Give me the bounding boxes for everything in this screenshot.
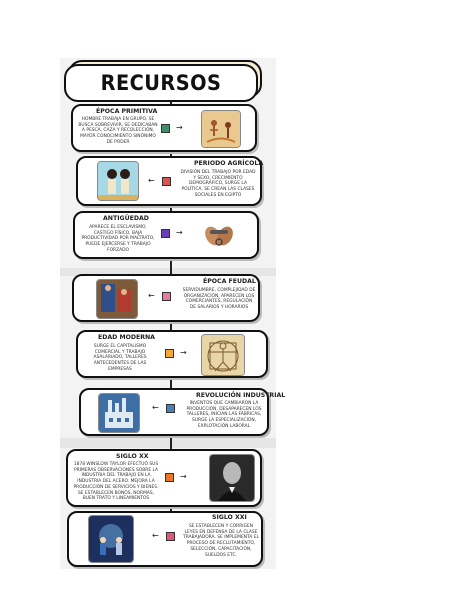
factory-icon: [98, 393, 140, 433]
timeline-marker: [166, 532, 175, 541]
arrow-right-icon: →: [176, 228, 183, 237]
arrow-right-icon: →: [176, 123, 183, 132]
vitruvian-man-icon: [201, 334, 245, 376]
arrow-right-icon: →: [180, 348, 187, 357]
stage-heading: SIGLO XX: [116, 453, 149, 460]
stage-text: SE ESTABLECEN Y CORRIGEN LEYES EN DEFENS…: [183, 524, 259, 558]
stage-text: INVENTOS QUE CAMBIARON LA PRODUCCIÓN, DE…: [186, 401, 262, 429]
timeline-marker: [161, 124, 170, 133]
arrow-left-icon: ←: [148, 176, 155, 185]
stage-text: APARECE EL ESCLAVISMO, CASTIGO FÍSICO, B…: [81, 225, 155, 253]
band-divider: [60, 268, 276, 276]
digital-people-icon: [88, 515, 134, 563]
timeline-marker: [162, 292, 171, 301]
arrow-left-icon: ←: [152, 531, 159, 540]
stage-text: SERVIDUMBRE, COMPLEJIDAD DE ORGANIZACIÓN…: [182, 288, 256, 311]
arrow-left-icon: ←: [148, 291, 155, 300]
cave-painting-icon: [201, 110, 241, 148]
stage-heading: ÉPOCA FEUDAL: [203, 278, 256, 285]
stage-text: 1878 WINSLOW TAYLOR EFECTUÓ SUS PRIMERAS…: [73, 462, 159, 502]
stage-heading: ÉPOCA PRIMITIVA: [96, 108, 158, 115]
feudal-painting-icon: [96, 279, 138, 319]
timeline-marker: [165, 349, 174, 358]
stage-text: SURGE EL CAPITALISMO COMERCIAL Y TRABAJO…: [93, 344, 147, 372]
arrow-right-icon: →: [180, 472, 187, 481]
arrow-left-icon: ←: [152, 403, 159, 412]
timeline-marker: [162, 177, 171, 186]
stage-heading: PERIODO AGRÍCOLA: [194, 160, 264, 167]
timeline-marker: [165, 473, 174, 482]
stage-text: DIVISIÓN DEL TRABAJO POR EDAD Y SEXO, CR…: [180, 170, 256, 198]
stage-text: HOMBRE TRABAJA EN GRUPO, SE BUSCA SOBREV…: [78, 117, 158, 145]
stage-heading: ANTIGÜEDAD: [103, 215, 149, 222]
stage-heading: REVOLUCIÓN INDUSTRIAL: [196, 392, 286, 399]
stage-heading: EDAD MODERNA: [98, 334, 155, 341]
timeline-marker: [161, 229, 170, 238]
title-box: [64, 64, 258, 102]
egyptians-icon: [97, 161, 139, 201]
stage-heading: SIGLO XXI: [212, 514, 247, 521]
page-title: RECURSOS HUMANOS: [100, 71, 222, 133]
taylor-portrait-icon: [209, 454, 255, 502]
chained-hands-icon: [201, 216, 237, 252]
band-divider: [60, 438, 276, 448]
timeline-marker: [166, 404, 175, 413]
